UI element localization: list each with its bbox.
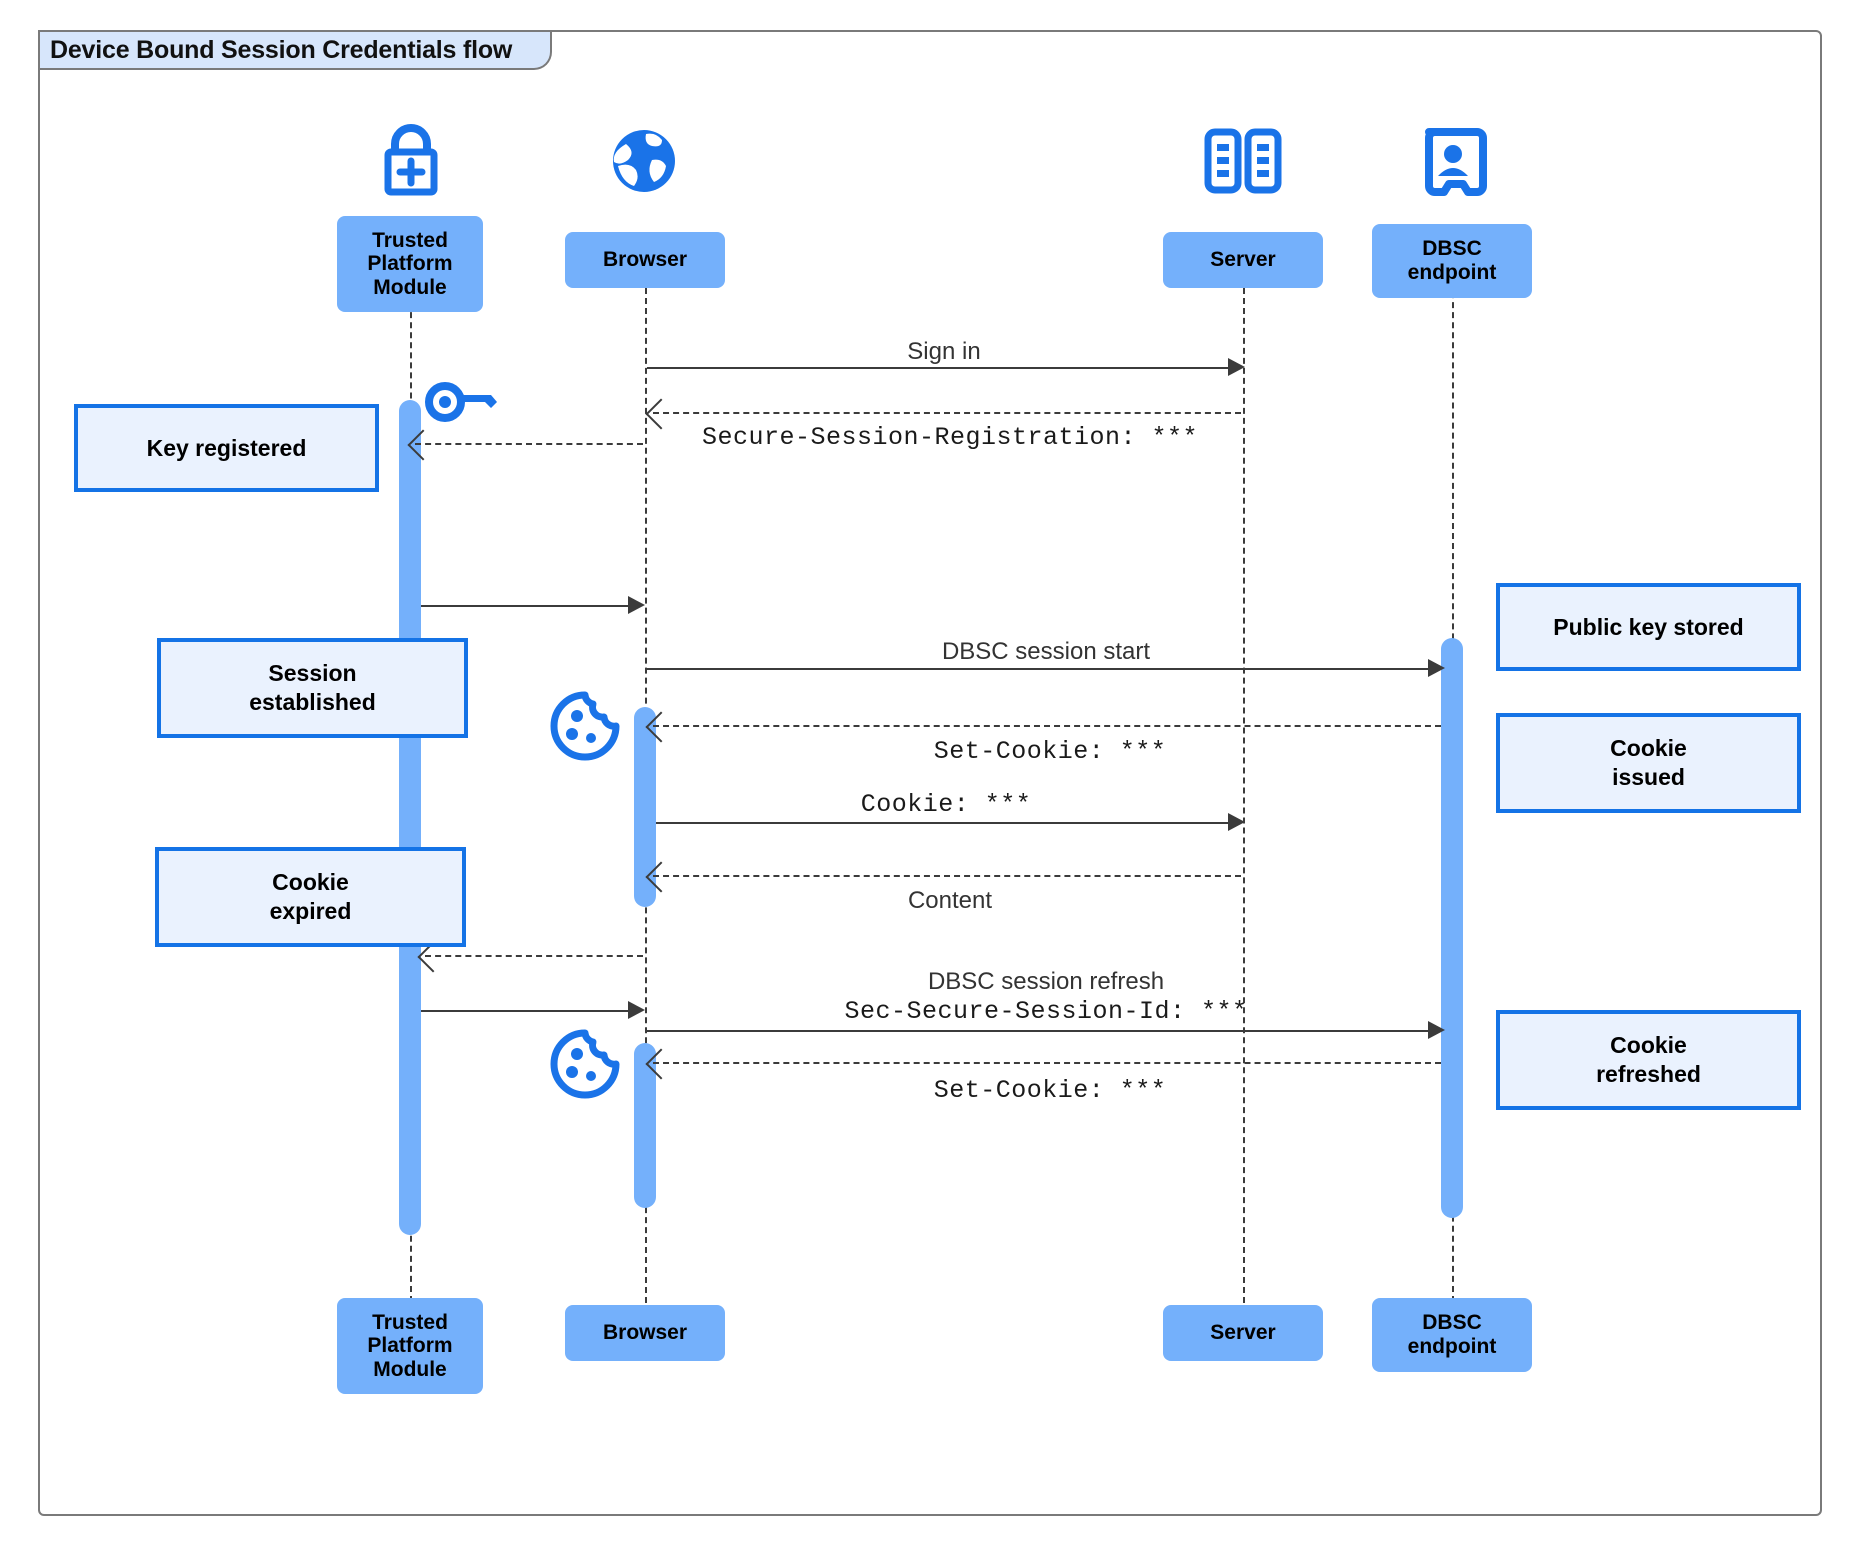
note-key-registered: Key registered (74, 404, 379, 492)
message-line-dbsc-session-refresh (647, 1030, 1437, 1032)
arrowhead-right (1228, 813, 1245, 831)
arrowhead-right (1228, 358, 1245, 376)
participant-label-line2: Platform (367, 252, 453, 276)
message-line-set-cookie-1 (653, 725, 1441, 727)
message-line-tpm-to-browser (421, 605, 637, 607)
arrowhead-right (1428, 659, 1445, 677)
activation-bar-dbsc (1441, 638, 1463, 1218)
note-text-line2: expired (269, 898, 352, 924)
message-label-set-cookie-2: Set-Cookie: *** (933, 1076, 1167, 1105)
message-label-set-cookie-1: Set-Cookie: *** (933, 737, 1167, 766)
participant-tpm[interactable]: Trusted Platform Module (337, 216, 483, 312)
cookie-icon (548, 690, 622, 762)
participant-label: Browser (602, 248, 688, 272)
note-text: Key registered (146, 434, 307, 461)
note-text-line1: Cookie (1610, 1032, 1687, 1059)
message-line-sign-in (647, 367, 1237, 369)
note-session-established: Session established (157, 638, 468, 738)
message-label-sec-secure-session-id: Sec-Secure-Session-Id: *** (844, 997, 1248, 1026)
server-rack-icon (1200, 124, 1286, 198)
participant-label-line2: Platform (367, 1334, 453, 1358)
note-text-line2: established (249, 689, 376, 715)
key-icon (423, 378, 499, 426)
participant-label-line1: Trusted (372, 228, 448, 252)
message-line-set-cookie-2 (653, 1062, 1441, 1064)
participant-label-line3: Module (373, 1357, 447, 1381)
message-label-cookie: Cookie: *** (860, 790, 1032, 819)
diagram-title-tab: Device Bound Session Credentials flow (38, 30, 527, 70)
note-text-line1: Cookie (1610, 735, 1687, 762)
participant-label-line2: endpoint (1407, 1335, 1497, 1358)
activation-bar-browser-1 (634, 707, 656, 907)
note-text: Public key stored (1553, 613, 1744, 640)
participant-footer-server[interactable]: Server (1163, 1305, 1323, 1361)
note-cookie-refreshed: Cookie refreshed (1496, 1010, 1801, 1110)
message-line-cookie (656, 822, 1237, 824)
message-line-secure-session-registration (653, 412, 1241, 414)
message-line-cookie-expired (425, 955, 643, 957)
note-public-key-stored: Public key stored (1496, 583, 1801, 671)
lock-plus-icon (371, 124, 451, 198)
message-line-dbsc-session-start (647, 668, 1437, 670)
participant-label: Server (1210, 248, 1276, 272)
message-line-key-registered (415, 443, 643, 445)
message-label-dbsc-session-refresh: DBSC session refresh (927, 968, 1165, 995)
participant-label-line3: Module (373, 275, 447, 299)
note-cookie-expired: Cookie expired (155, 847, 466, 947)
note-cookie-issued: Cookie issued (1496, 713, 1801, 813)
cookie-icon (548, 1028, 622, 1100)
participant-label-line1: Trusted (372, 1310, 448, 1334)
participant-label: Browser (602, 1321, 688, 1345)
participant-label-line1: DBSC (1422, 237, 1482, 261)
note-text-line1: Session (268, 660, 357, 687)
message-label-sign-in: Sign in (907, 338, 981, 365)
page-title: Device Bound Session Credentials flow (50, 35, 513, 64)
participant-label-line2: endpoint (1407, 261, 1497, 284)
participant-label-line1: DBSC (1422, 1311, 1482, 1335)
participant-footer-dbsc[interactable]: DBSC endpoint (1372, 1298, 1532, 1372)
arrowhead-right (628, 1001, 645, 1019)
participant-server[interactable]: Server (1163, 232, 1323, 288)
participant-dbsc[interactable]: DBSC endpoint (1372, 224, 1532, 298)
title-tab-corner (526, 30, 552, 70)
participant-label: Server (1210, 1321, 1276, 1345)
message-label-secure-session-registration: Secure-Session-Registration: *** (701, 423, 1199, 452)
id-badge-icon (1415, 124, 1491, 200)
message-line-tpm-to-browser-2 (421, 1010, 637, 1012)
activation-bar-browser-2 (634, 1043, 656, 1208)
activation-bar-tpm (399, 400, 421, 1235)
note-text-line2: issued (1612, 764, 1685, 790)
lifeline-server (1243, 248, 1245, 1303)
participant-browser[interactable]: Browser (565, 232, 725, 288)
arrowhead-right (1428, 1021, 1445, 1039)
globe-icon (604, 124, 684, 198)
message-line-content (653, 875, 1241, 877)
message-label-content: Content (907, 887, 993, 914)
participant-footer-browser[interactable]: Browser (565, 1305, 725, 1361)
message-label-dbsc-session-start: DBSC session start (941, 638, 1151, 665)
note-text-line1: Cookie (272, 869, 349, 896)
arrowhead-right (628, 596, 645, 614)
note-text-line2: refreshed (1596, 1061, 1701, 1087)
participant-footer-tpm[interactable]: Trusted Platform Module (337, 1298, 483, 1394)
